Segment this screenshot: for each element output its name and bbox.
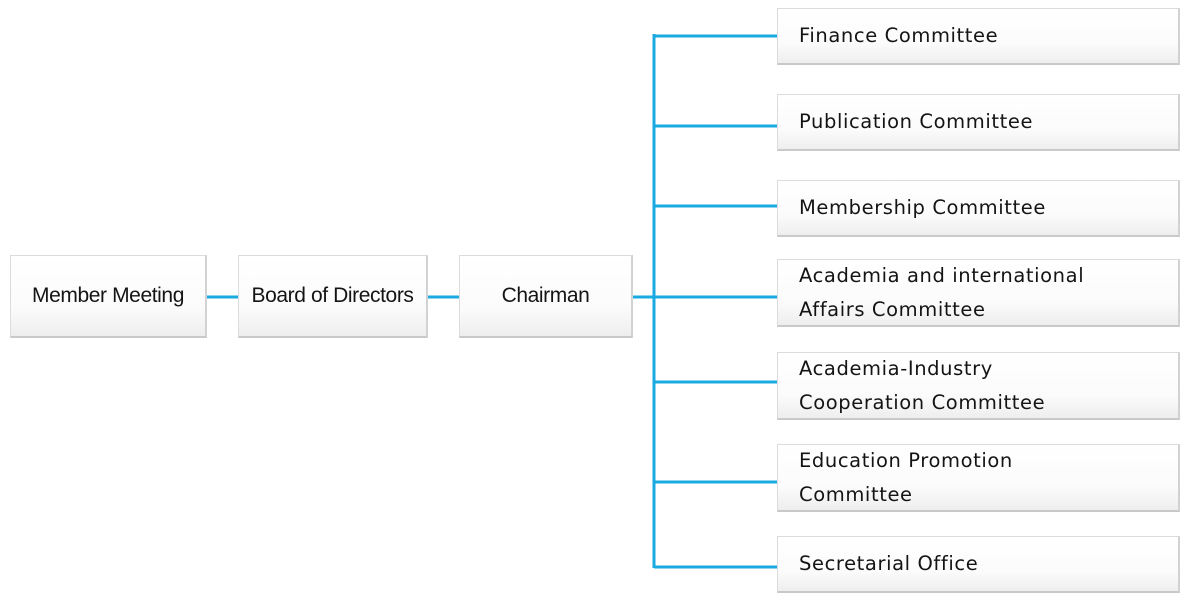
education-promotion-committee-box: Education Promotion Committee (777, 444, 1180, 512)
academia-industry-committee-box: Academia-Industry Cooperation Committee (777, 352, 1180, 420)
publication-committee-box: Publication Committee (777, 94, 1180, 151)
academia-international-committee-box: Academia and international Affairs Commi… (777, 259, 1180, 327)
committee-label: Finance Committee (799, 24, 999, 47)
committee-label: Academia and international Affairs Commi… (799, 263, 1085, 321)
committee-label: Publication Committee (799, 110, 1034, 133)
committee-label: Membership Committee (799, 196, 1046, 219)
chairman-box: Chairman (459, 255, 633, 338)
finance-committee-box: Finance Committee (777, 8, 1180, 65)
secretarial-office-box: Secretarial Office (777, 536, 1180, 593)
member-meeting-box: Member Meeting (10, 255, 207, 338)
committee-label: Secretarial Office (799, 552, 979, 575)
member-meeting-label: Member Meeting (32, 284, 184, 307)
committee-label: Academia-Industry Cooperation Committee (799, 356, 1046, 414)
committee-label: Education Promotion Committee (799, 448, 1013, 506)
board-of-directors-box: Board of Directors (238, 255, 428, 338)
membership-committee-box: Membership Committee (777, 180, 1180, 237)
chairman-label: Chairman (501, 284, 590, 307)
board-of-directors-label: Board of Directors (251, 284, 414, 307)
